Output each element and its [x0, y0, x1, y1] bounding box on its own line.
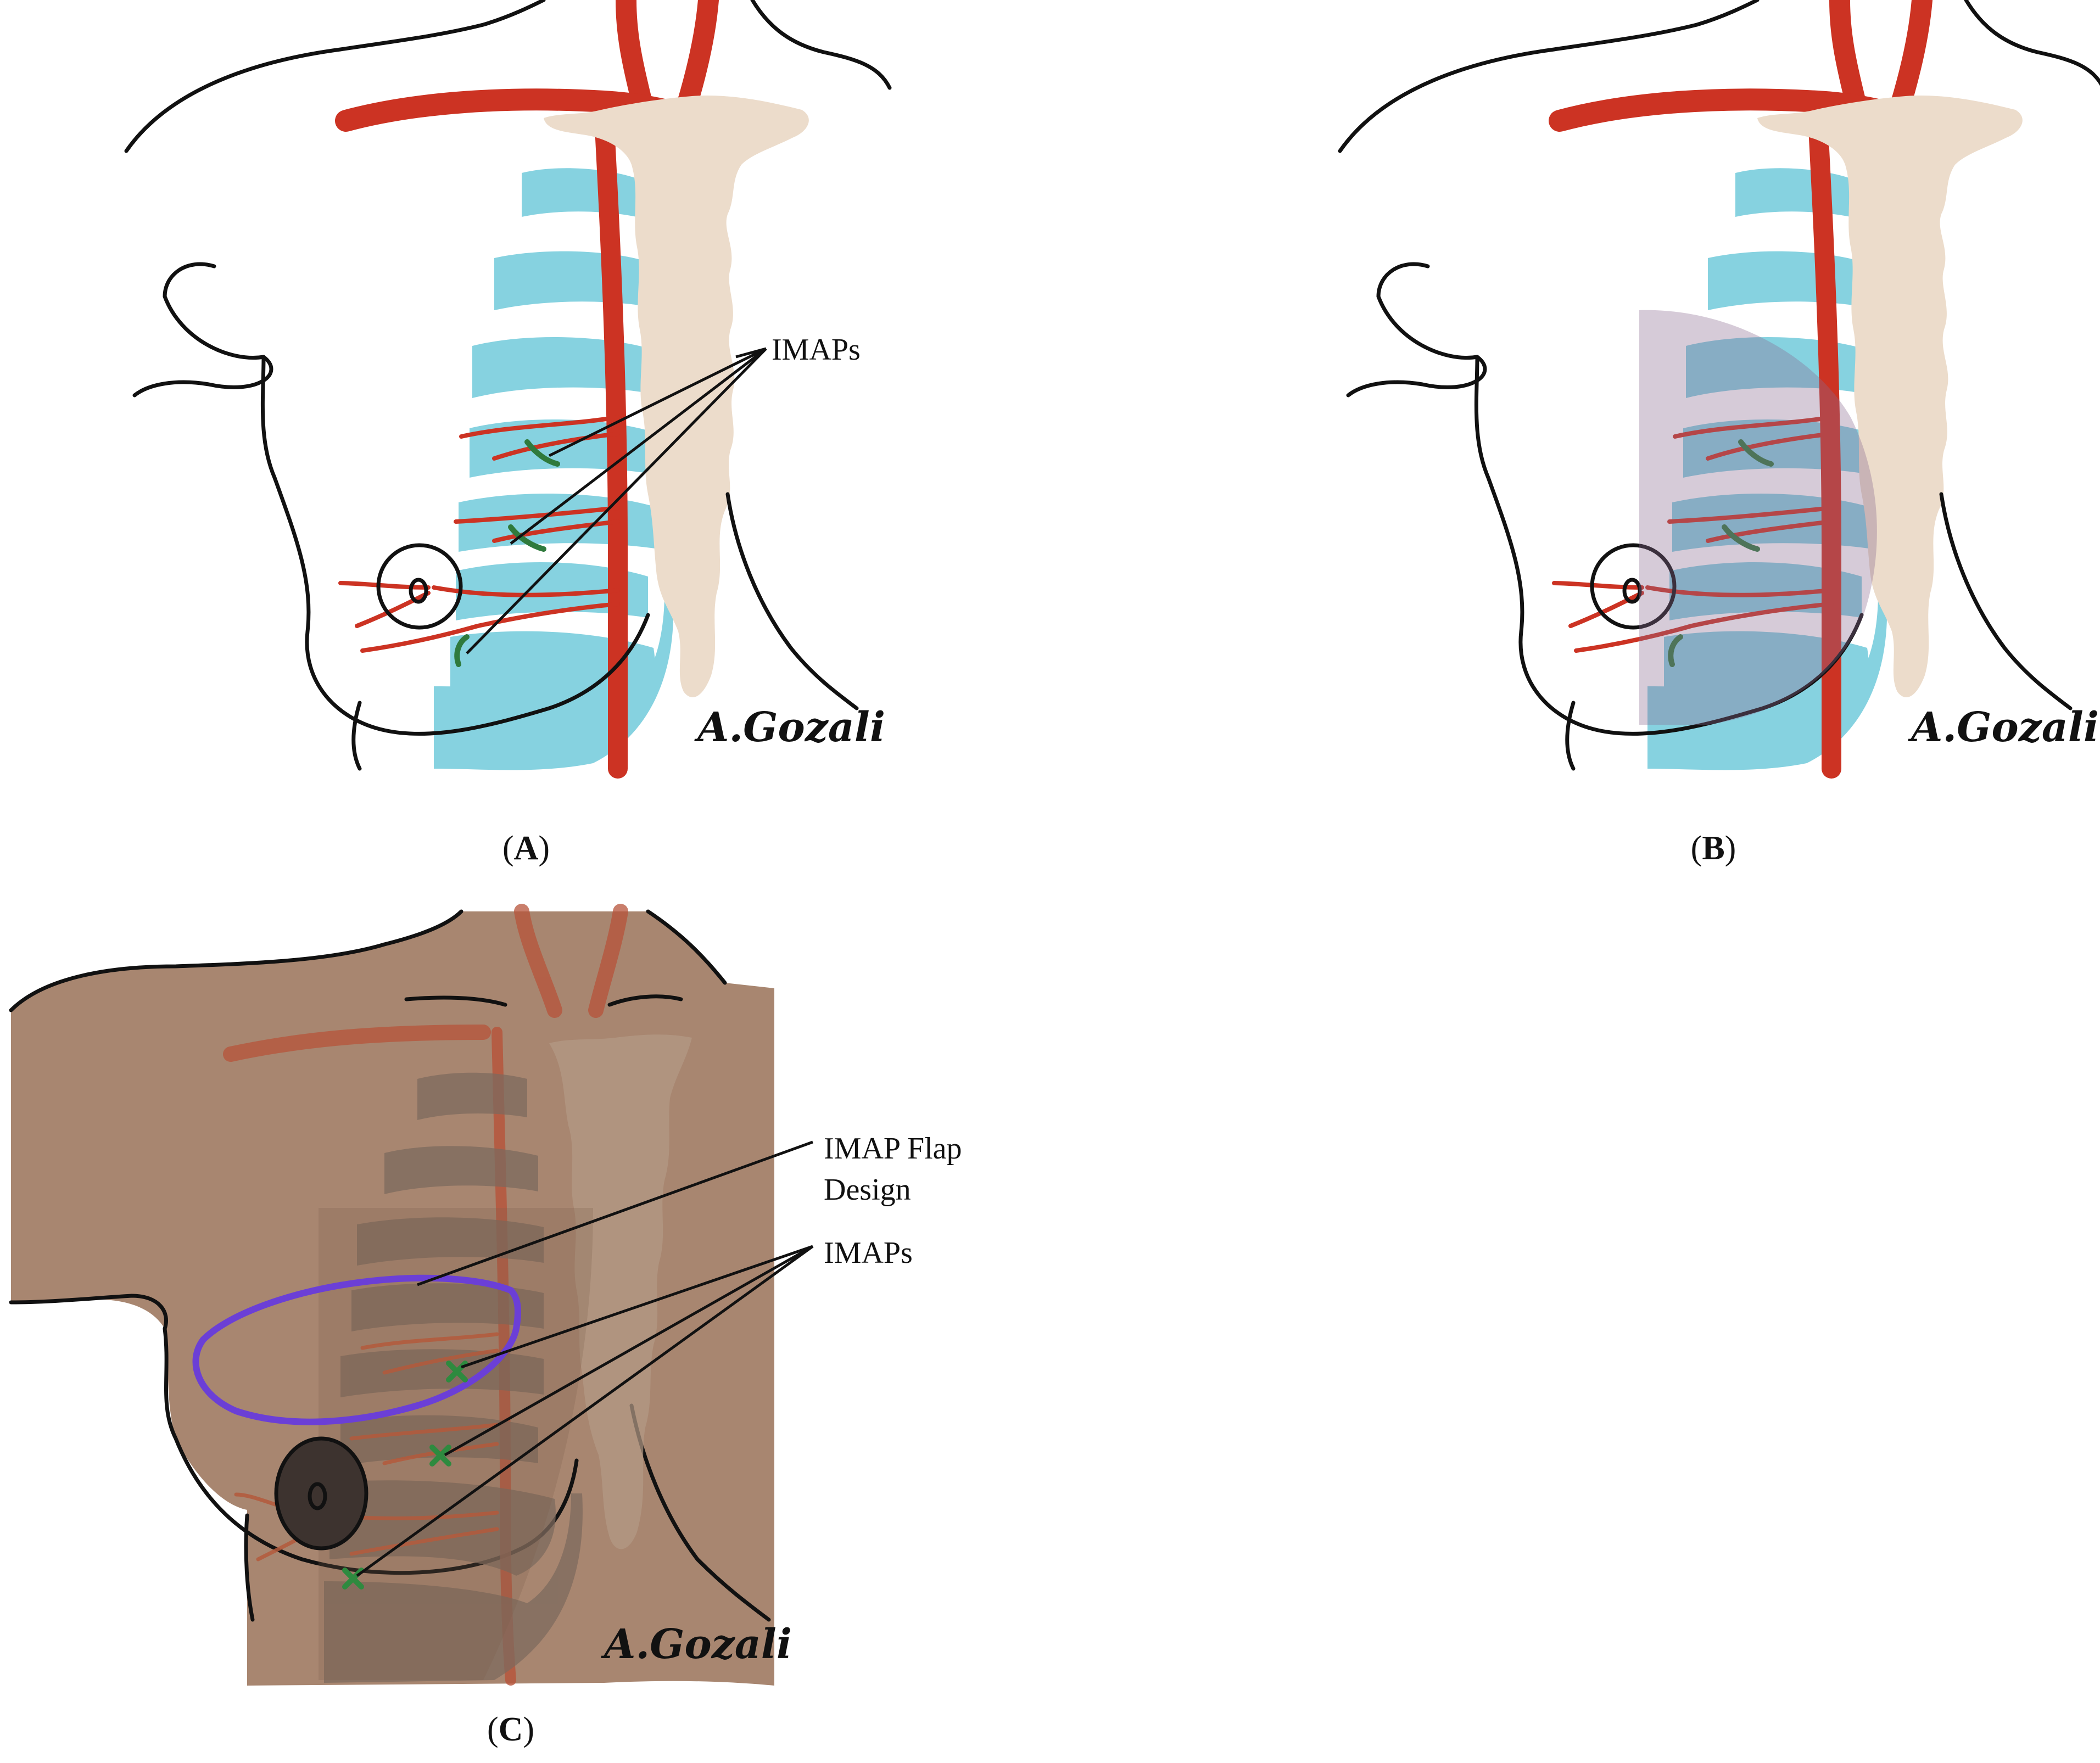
panel-c-signature: A.Gozali [601, 1621, 792, 1668]
panel-a-imaps-label: IMAPs [772, 333, 861, 367]
panel-a-anatomy [126, 0, 890, 770]
panel-b-caption: (B) [1691, 830, 1736, 867]
panel-c-flap-label-line2: Design [824, 1173, 911, 1207]
panel-a-caption: (A) [502, 830, 550, 867]
panel-b: A.Gozali (B) [1340, 0, 2100, 867]
panel-c: IMAP Flap Design IMAPs A.Gozali (C) [11, 911, 962, 1748]
panel-c-callout-lines [356, 1140, 814, 1577]
panel-c-imaps-label: IMAPs [824, 1236, 913, 1270]
panel-a: IMAPs A.Gozali (A) [126, 0, 890, 867]
panel-c-caption: (C) [487, 1711, 534, 1748]
panel-c-flap-label-line1: IMAP Flap [824, 1132, 962, 1166]
panel-b-perforator-territory [1639, 310, 1877, 725]
panel-b-signature: A.Gozali [1908, 704, 2099, 751]
panel-a-signature: A.Gozali [694, 704, 885, 751]
panel-a-callout-lines [466, 347, 767, 654]
